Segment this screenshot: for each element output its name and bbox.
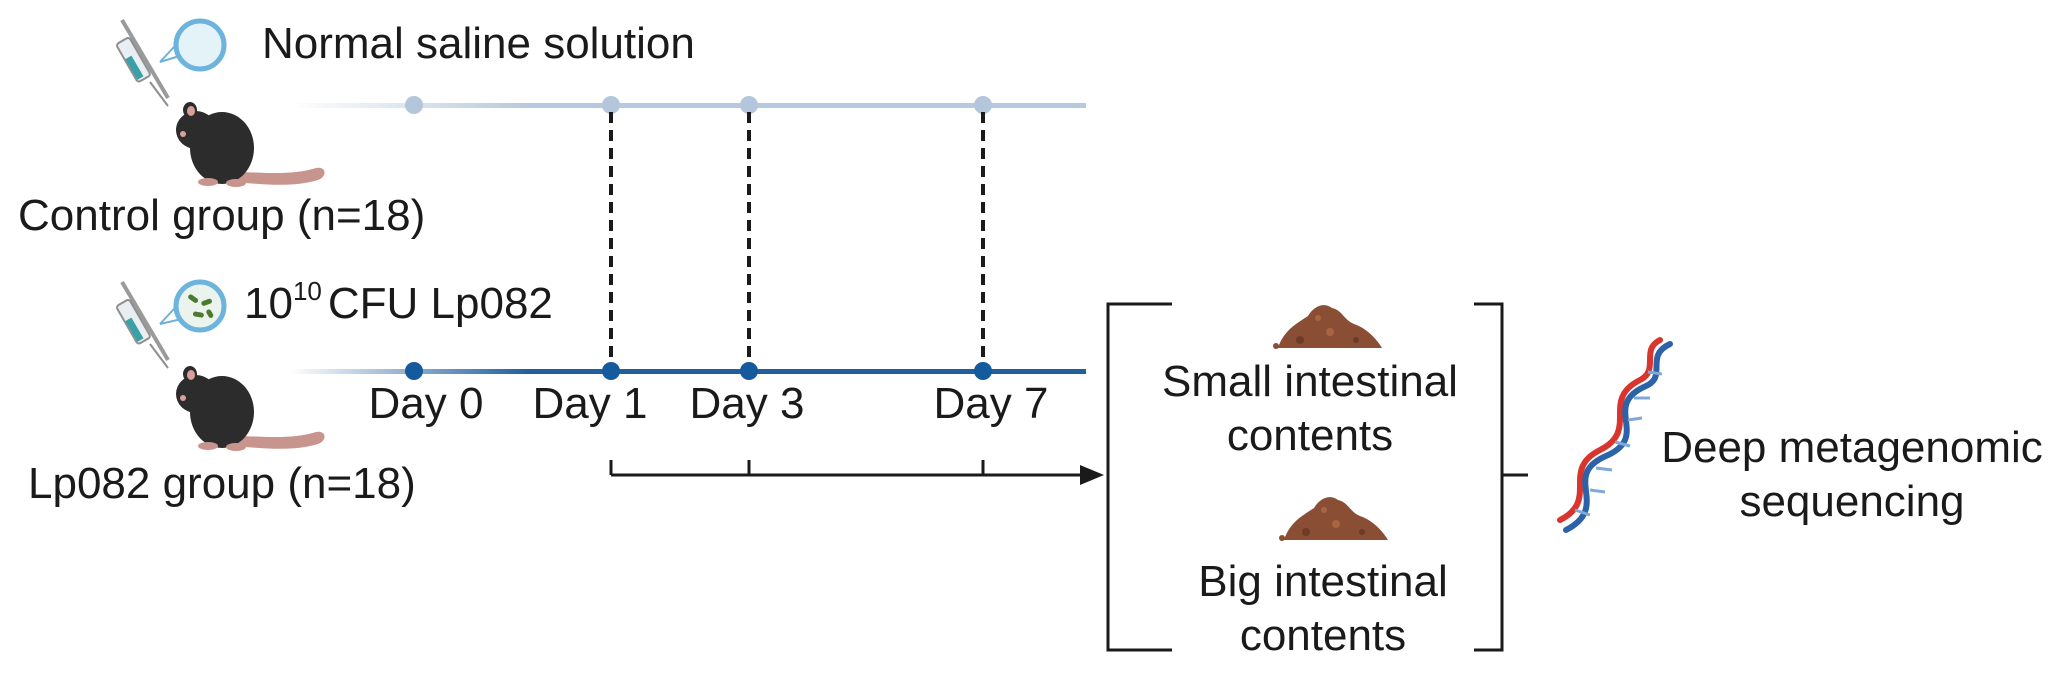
control-dot-day3 [740, 96, 758, 114]
small-intestine-sample-icon [1273, 305, 1382, 349]
day-3-label: Day 3 [690, 379, 805, 428]
small-intestinal-label-line1: Small intestinal [1162, 357, 1458, 406]
lp082-group-label: Lp082 group (n=18) [28, 459, 416, 508]
sample-bracket [1106, 302, 1528, 652]
dose-exponent: 10 [293, 276, 322, 306]
lp082-dot-day0 [405, 362, 423, 380]
control-mouse-icon [176, 102, 325, 187]
control-dot-day7 [974, 96, 992, 114]
output-label-line1: Deep metagenomic [1661, 423, 2043, 472]
lp082-dot-day7 [974, 362, 992, 380]
arrow-head-icon [1080, 465, 1104, 485]
control-timeline [290, 103, 1086, 108]
day-0-label: Day 0 [369, 379, 484, 428]
control-dot-day1 [602, 96, 620, 114]
bacteria-icon [159, 279, 227, 333]
output-label-line2: sequencing [1739, 477, 1964, 526]
lp082-dot-day1 [602, 362, 620, 380]
day-7-label: Day 7 [934, 379, 1049, 428]
lp082-dot-day3 [740, 362, 758, 380]
control-group-label: Control group (n=18) [18, 191, 425, 240]
dna-icon [1557, 337, 1673, 533]
control-dot-day0 [405, 96, 423, 114]
lp082-syringe-icon [116, 280, 170, 369]
day-1-label: Day 1 [533, 379, 648, 428]
lp082-timeline [290, 369, 1086, 374]
control-syringe-icon [116, 18, 170, 107]
sampling-collector-arrow [609, 460, 1104, 485]
control-treatment-label: Normal saline solution [262, 19, 695, 68]
big-intestinal-label-line1: Big intestinal [1198, 557, 1447, 606]
big-intestinal-label-line2: contents [1240, 611, 1406, 660]
dose-base: 10 [244, 279, 293, 328]
big-intestine-sample-icon [1279, 497, 1388, 541]
lp082-mouse-icon [176, 366, 325, 451]
small-intestinal-label-line2: contents [1227, 411, 1393, 460]
saline-solution-icon [159, 18, 227, 72]
dose-rest: CFU Lp082 [328, 279, 553, 328]
